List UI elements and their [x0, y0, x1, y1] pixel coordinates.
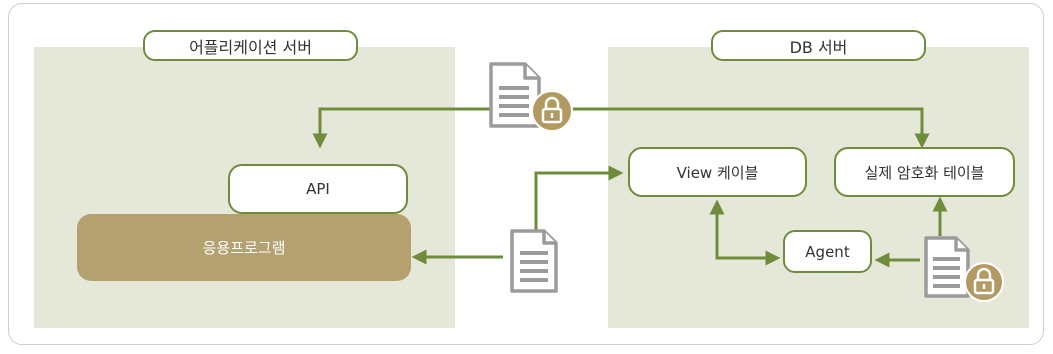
application-server-title: 어플리케이션 서버 [143, 30, 358, 61]
arrow-encrypted-to-table [560, 107, 930, 149]
arrow-encrypted-to-api [312, 107, 560, 149]
lock-icon [531, 90, 573, 132]
arrow-doc-to-view [534, 165, 624, 231]
agent-box: Agent [783, 230, 872, 273]
document-icon [510, 229, 558, 293]
encrypted-table-box: 실제 암호화 테이블 [834, 147, 1015, 197]
encrypted-document-icon [489, 62, 573, 132]
encrypted-document-icon [924, 236, 1004, 302]
view-table-box: View 케이블 [628, 147, 807, 197]
arrow-view-agent [709, 199, 781, 266]
lock-icon [964, 262, 1004, 302]
application-program-box: 응용프로그램 [77, 214, 411, 281]
api-box: API [228, 164, 408, 214]
db-server-title: DB 서버 [711, 30, 926, 61]
